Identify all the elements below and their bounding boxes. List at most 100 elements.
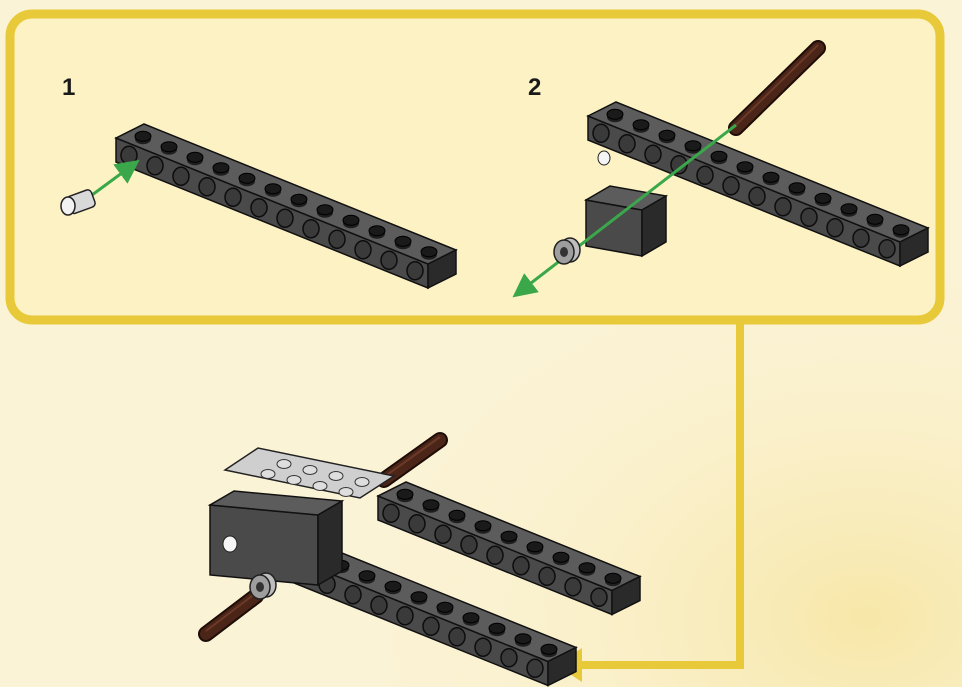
- stud: [604, 572, 622, 584]
- beam-end-face: [611, 575, 641, 616]
- beam-hole: [486, 545, 504, 565]
- beam-hole: [564, 577, 582, 597]
- beam-hole: [618, 134, 636, 154]
- stud: [684, 140, 702, 152]
- installed-pin: [597, 150, 611, 166]
- stud: [840, 203, 858, 215]
- beam-hole: [590, 587, 608, 607]
- stud: [212, 162, 230, 174]
- axle-highlight: [383, 436, 441, 478]
- beam-hole: [328, 229, 346, 249]
- axle-bottom: [198, 588, 264, 642]
- stud: [422, 499, 440, 511]
- step-number-2: 2: [528, 74, 542, 101]
- stud: [396, 488, 414, 500]
- stud: [420, 246, 438, 258]
- beam-hole: [800, 207, 818, 227]
- beam-12-stud: [114, 123, 458, 290]
- beam-hole: [344, 585, 362, 605]
- instruction-panel: [5, 9, 945, 325]
- plate-stud: [328, 471, 344, 481]
- stud: [814, 192, 832, 204]
- stud: [368, 225, 386, 237]
- axle-top: [376, 432, 448, 488]
- stud: [264, 183, 282, 195]
- stud: [474, 520, 492, 532]
- beam-hole: [500, 648, 518, 668]
- beam-hole: [670, 155, 688, 175]
- axle-highlight: [205, 592, 257, 632]
- axle: [728, 40, 826, 136]
- bush-hole: [560, 247, 568, 257]
- beam-hole: [120, 145, 138, 165]
- beam-hole: [406, 261, 424, 281]
- step-number-1: 1: [62, 74, 76, 101]
- axle-highlight: [735, 44, 819, 126]
- beam-end-face: [899, 226, 929, 268]
- plate-stud: [260, 469, 276, 479]
- beam-hole: [592, 123, 610, 143]
- connector-line: [578, 322, 744, 669]
- beam-hole: [354, 240, 372, 260]
- beam-hole: [198, 177, 216, 197]
- bush: [249, 572, 277, 600]
- beam-hole: [526, 658, 544, 678]
- stud: [448, 509, 466, 521]
- stud: [552, 551, 570, 563]
- stud: [160, 141, 178, 153]
- stud: [394, 235, 412, 247]
- brick-1x2-with-hole: [583, 185, 669, 258]
- plate-stud: [286, 475, 302, 485]
- bush-hole: [256, 582, 264, 592]
- stud: [186, 151, 204, 163]
- axle-body: [200, 590, 262, 640]
- stud: [384, 580, 402, 592]
- beam-hole: [172, 166, 190, 186]
- beam-hole: [380, 250, 398, 270]
- stud: [238, 172, 256, 184]
- beam-hole: [878, 239, 896, 259]
- beam-hole: [722, 176, 740, 196]
- stud: [500, 530, 518, 542]
- beam-end-face: [427, 248, 457, 290]
- plate-stud: [302, 465, 318, 475]
- stud: [762, 171, 780, 183]
- stud: [578, 562, 596, 574]
- beam-hole: [276, 208, 294, 228]
- beam-hole: [396, 606, 414, 626]
- stud: [892, 224, 910, 236]
- insert-arrow: [91, 159, 140, 197]
- stud: [436, 601, 454, 613]
- axle-body: [378, 434, 446, 486]
- beam-hole: [644, 144, 662, 164]
- plate-stud: [354, 477, 370, 487]
- stud: [658, 129, 676, 141]
- stud: [710, 150, 728, 162]
- beam-hole: [852, 228, 870, 248]
- stud: [632, 119, 650, 131]
- plate-stud: [276, 459, 292, 469]
- base-block: [207, 490, 345, 587]
- insert-arrow: [512, 123, 737, 298]
- stud: [514, 633, 532, 645]
- pin-end: [222, 535, 238, 553]
- stud: [342, 214, 360, 226]
- beam-hole: [434, 524, 452, 544]
- stud: [290, 193, 308, 205]
- beam-hole: [382, 503, 400, 523]
- stud: [526, 541, 544, 553]
- axle-body: [730, 42, 824, 134]
- beam-hole: [422, 616, 440, 636]
- beam-hole: [774, 197, 792, 217]
- stud: [788, 182, 806, 194]
- plate-stud: [338, 487, 354, 497]
- beam-hole: [302, 219, 320, 239]
- block-end: [317, 499, 343, 587]
- stud: [462, 612, 480, 624]
- beam-hole: [250, 198, 268, 218]
- beam-hole: [826, 218, 844, 238]
- stud: [316, 204, 334, 216]
- stud: [736, 161, 754, 173]
- stud: [358, 570, 376, 582]
